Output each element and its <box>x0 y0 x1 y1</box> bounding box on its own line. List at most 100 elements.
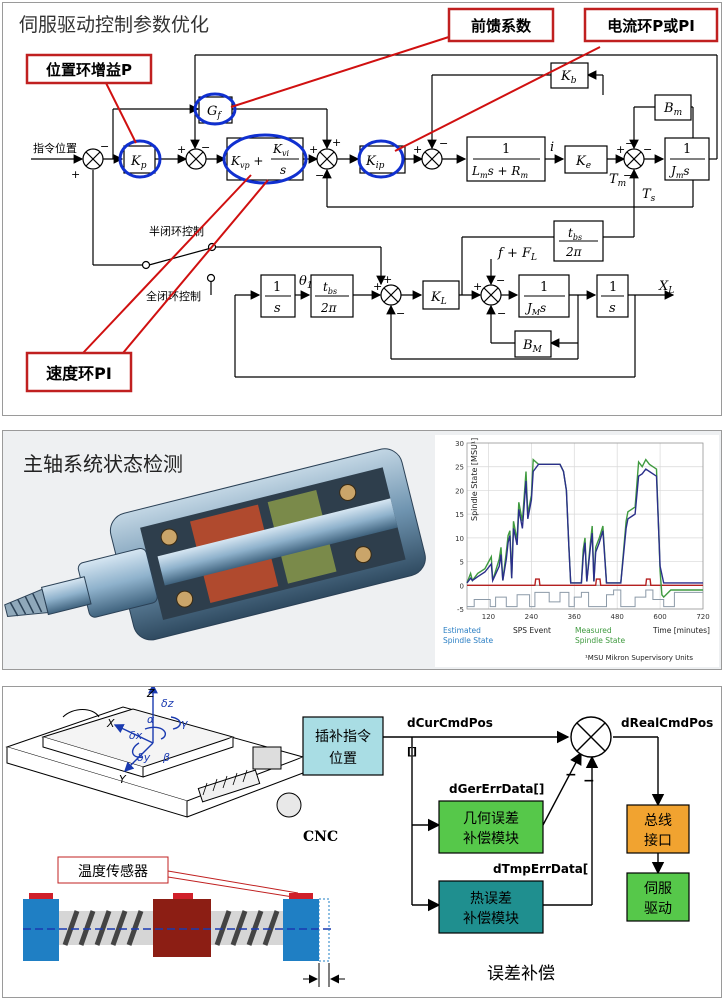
callout-current-loop: 电流环P或PI <box>607 17 695 35</box>
svg-text:1: 1 <box>683 142 691 157</box>
svg-text:−: − <box>497 307 506 320</box>
svg-text:1: 1 <box>609 280 617 295</box>
chart-y-label: Spindle State [MSU¹] <box>470 438 479 521</box>
command-position-label: 指令位置 <box>33 141 77 155</box>
svg-text:2π: 2π <box>320 301 338 315</box>
axis-dz-label: δz <box>161 697 174 710</box>
chart-y-tick-label: 15 <box>455 511 464 519</box>
chart-footnote: ¹MSU Mikron Supervisory Units <box>585 654 693 662</box>
semi-closed-label: 半闭环控制 <box>149 224 204 238</box>
chart-x-tick-label: 600 <box>653 613 666 621</box>
chart-y-tick-label: 20 <box>455 487 464 495</box>
signal-cur-label: dCurCmdPos <box>407 716 493 730</box>
thermal-block-label: 热误差补偿模块 <box>463 891 519 927</box>
svg-text:Lms + Rm: Lms + Rm <box>471 164 528 180</box>
svg-text:Ts: Ts <box>642 187 656 204</box>
svg-text:f + FL: f + FL <box>497 246 537 263</box>
signal-tmp-label: dTmpErrData[ <box>493 862 588 876</box>
svg-text:+: + <box>177 143 186 156</box>
spindle-title: 主轴系统状态检测 <box>23 452 183 476</box>
temp-sensor-leaders <box>167 870 299 898</box>
flow-lines <box>383 730 665 912</box>
svg-text:−: − <box>565 767 577 783</box>
chart-x-tick-label: 240 <box>525 613 538 621</box>
ke-block <box>564 145 608 174</box>
svg-text:+: + <box>473 280 482 293</box>
svg-text:1: 1 <box>502 142 510 157</box>
svg-text:+: + <box>309 143 318 156</box>
svg-text:s: s <box>274 301 281 316</box>
axis-x-label: X <box>106 717 115 730</box>
chart-legend-entry: SPS Event <box>513 626 551 635</box>
chart-y-tick-label: 0 <box>460 582 464 590</box>
svg-text:+: + <box>71 168 80 181</box>
chart-plot-frame <box>466 442 704 610</box>
svg-text:JMs: JMs <box>524 301 546 317</box>
temp-sensor-label: 温度传感器 <box>78 863 148 880</box>
geo-block-label: 几何误差补偿模块 <box>463 811 519 847</box>
svg-text:−: − <box>643 143 652 156</box>
svg-text:XL: XL <box>658 279 674 296</box>
axis-dx-label: δx <box>129 729 143 742</box>
chart-x-tick-label: 480 <box>610 613 623 621</box>
servo-block-diagram: Kp Gf Kvp + Kvi s Kip 1 Lms + Rm Ke 1 Jm… <box>19 7 719 393</box>
servo-title: 伺服驱动控制参数优化 <box>19 14 209 36</box>
chart-series-line <box>467 589 703 608</box>
temp-sensor-box <box>57 856 169 884</box>
chart-series-line <box>467 578 703 587</box>
chart-x-tick-label: 720 <box>696 613 709 621</box>
kp-block <box>123 145 156 174</box>
signal-ger-label: dGerErrData[] <box>449 782 544 796</box>
servo-diagram-panel: Kp Gf Kvp + Kvi s Kip 1 Lms + Rm Ke 1 Jm… <box>2 2 722 416</box>
svg-text:−: − <box>583 773 595 789</box>
summing-junctions <box>82 148 645 306</box>
axis-y-label: Y <box>119 773 127 786</box>
callout-boxes: 位置环增益P 前馈系数 电流环P或PI 速度环PI <box>25 7 719 393</box>
svg-text:+: + <box>413 143 422 156</box>
drive-block-label: 伺服驱动 <box>644 881 672 917</box>
kl-block <box>422 280 460 310</box>
svg-text:s: s <box>280 163 286 177</box>
svg-text:1: 1 <box>273 280 281 295</box>
chart-x-tick-label: 360 <box>568 613 581 621</box>
callout-speed-loop: 速度环PI <box>46 364 112 383</box>
svg-text:i: i <box>550 140 554 155</box>
bm-block <box>654 94 692 121</box>
axis-dy-label: δy <box>137 751 151 764</box>
svg-text:[]: [] <box>407 745 417 758</box>
axis-beta-label: β <box>162 751 170 764</box>
gf-block <box>198 96 233 124</box>
svg-text:−: − <box>439 137 448 150</box>
compensation-diagram: Z X Y α γ β δz δx δy CNC 温度传感器 <box>5 683 713 987</box>
svg-text:1: 1 <box>540 280 548 295</box>
svg-text:−: − <box>201 141 210 154</box>
flow-blocks <box>302 716 690 934</box>
svg-text:−: − <box>625 137 634 150</box>
chart-y-tick-label: 25 <box>455 464 464 472</box>
chart-y-tick-label: 10 <box>455 535 464 543</box>
svg-text:−: − <box>623 169 632 182</box>
axis-alpha-label: α <box>147 713 155 726</box>
callout-position-gain: 位置环增益P <box>46 61 132 79</box>
svg-text:−: − <box>315 169 324 182</box>
axis-z-label: Z <box>146 687 155 700</box>
bM-block <box>514 330 552 358</box>
interp-block-label: 插补指令位置 <box>315 729 371 767</box>
compensation-caption: 误差补偿 <box>487 964 555 984</box>
compensation-panel: Z X Y α γ β δz δx δy CNC 温度传感器 <box>2 683 722 998</box>
axis-gamma-label: γ <box>181 717 188 730</box>
signal-real-label: dRealCmdPos <box>621 716 713 730</box>
ball-screw <box>23 893 345 987</box>
svg-text:s: s <box>609 301 616 316</box>
svg-text:Kvp +: Kvp + <box>230 154 263 170</box>
full-closed-label: 全闭环控制 <box>146 289 201 303</box>
spindle-illustration <box>4 448 426 641</box>
svg-text:+: + <box>383 273 392 286</box>
callout-feedforward: 前馈系数 <box>471 17 532 35</box>
svg-text:+: + <box>373 280 382 293</box>
svg-text:+: + <box>616 143 625 156</box>
